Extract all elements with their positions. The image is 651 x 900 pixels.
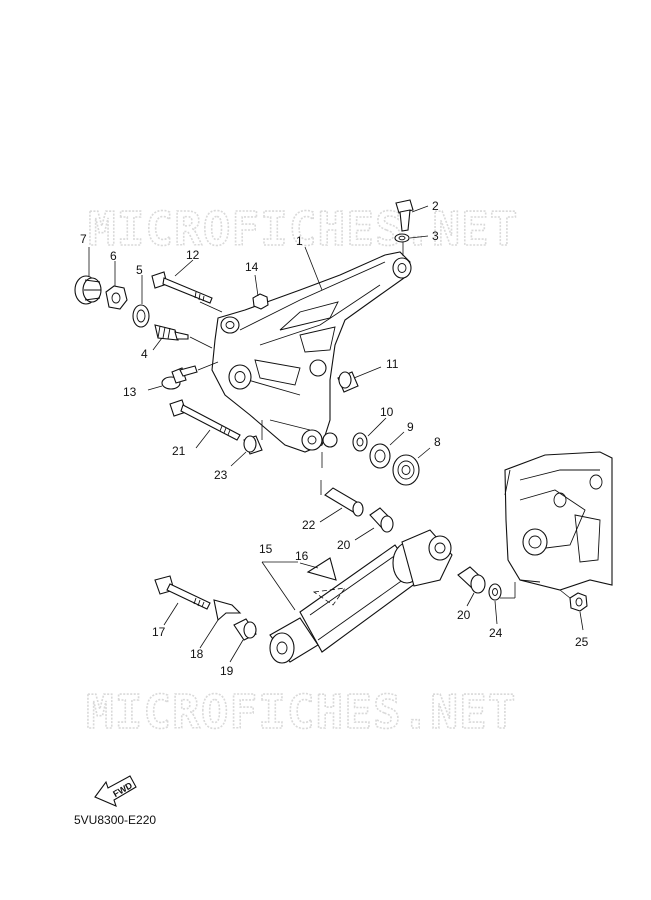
alignment-lines <box>189 242 571 599</box>
callout-24: 24 <box>489 626 503 640</box>
callout-20-upper: 20 <box>337 538 351 552</box>
callout-14: 14 <box>245 260 259 274</box>
part-25-nut <box>569 592 588 612</box>
part-22-pipe <box>324 487 364 517</box>
watermark-top: MICROFICHES.NET <box>88 202 518 256</box>
callout-labels: 1 2 3 4 5 6 7 8 9 10 11 12 13 14 15 16 1… <box>80 199 589 678</box>
part-24-washer <box>488 583 502 601</box>
callout-16: 16 <box>295 549 309 563</box>
part-14-nut <box>252 293 269 310</box>
callout-3: 3 <box>432 229 439 243</box>
part-10-collar <box>352 432 368 452</box>
part-23-collar <box>243 435 263 455</box>
part-15-rear-shock-absorber <box>269 529 453 664</box>
part-16-label-triangle <box>306 557 346 606</box>
callout-13: 13 <box>123 385 137 399</box>
callout-21: 21 <box>172 444 186 458</box>
callout-15: 15 <box>259 542 273 556</box>
part-12-long-bolt <box>151 271 213 304</box>
part-20-collar-lower <box>457 566 486 594</box>
callout-7: 7 <box>80 232 87 246</box>
callout-25: 25 <box>575 635 589 649</box>
callout-1: 1 <box>296 234 303 248</box>
callout-20-lower: 20 <box>457 608 471 622</box>
callout-8: 8 <box>434 435 441 449</box>
part-9-bushing <box>369 443 391 469</box>
callout-9: 9 <box>407 420 414 434</box>
watermark-bottom: MICROFICHES.NET <box>86 685 516 739</box>
fwd-arrow-icon: FWD <box>94 775 137 807</box>
part-11-collar <box>337 371 359 393</box>
part-13-flange-bolt <box>161 365 198 390</box>
part-6-nut <box>105 285 128 310</box>
crankcase-outline <box>504 451 613 591</box>
part-19-collar <box>233 618 257 641</box>
part-8-bearing <box>392 454 420 486</box>
callout-18: 18 <box>190 647 204 661</box>
leader-lines <box>88 205 584 663</box>
part-20-collar-upper <box>369 507 394 533</box>
part-2-bolt <box>395 199 414 232</box>
callout-2: 2 <box>432 199 439 213</box>
part-3-washer <box>394 233 410 243</box>
callout-23: 23 <box>214 468 228 482</box>
part-7-cap <box>74 275 102 305</box>
part-17-bolt <box>154 575 211 610</box>
part-21-long-bolt <box>169 399 241 441</box>
callout-17: 17 <box>152 625 166 639</box>
callout-4: 4 <box>141 347 148 361</box>
diagram-code: 5VU8300-E220 <box>74 813 156 827</box>
callout-19: 19 <box>220 664 234 678</box>
callout-22: 22 <box>302 518 316 532</box>
callout-10: 10 <box>380 405 394 419</box>
callout-5: 5 <box>136 263 143 277</box>
part-18-lock-washer <box>213 599 242 622</box>
callout-6: 6 <box>110 249 117 263</box>
part-1-rear-arm-bracket <box>211 251 412 453</box>
part-5-washer <box>132 304 150 328</box>
part-4-collar <box>154 324 189 341</box>
callout-11: 11 <box>386 357 399 371</box>
callout-12: 12 <box>186 248 200 262</box>
